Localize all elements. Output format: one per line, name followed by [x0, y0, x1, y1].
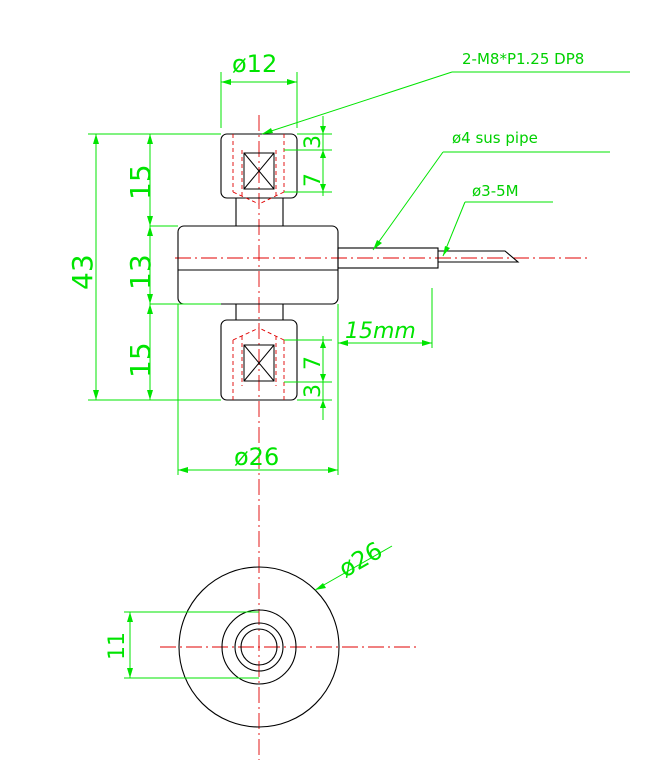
- side-view: [177, 133, 520, 401]
- dim-cable-length: 15mm: [345, 319, 416, 344]
- dim-overall-height: 43: [66, 254, 99, 290]
- thread-note: 2-M8*P1.25 DP8: [462, 50, 584, 68]
- dim-body-diameter: ø26: [234, 443, 279, 471]
- bottom-thread-inner-circle: [240, 628, 278, 666]
- upper-thread-hidden: [232, 134, 285, 205]
- dim-thread-offset-top: 3: [301, 135, 326, 149]
- lower-stud: [220, 319, 298, 401]
- lower-thread-hidden: [232, 327, 285, 400]
- bottom-stud-circle: [221, 609, 297, 685]
- cable-note: ø3-5M: [472, 182, 519, 200]
- pipe-note: ø4 sus pipe: [452, 129, 538, 147]
- upper-stud: [220, 133, 298, 199]
- dim-thread-depth-top: 7: [301, 173, 326, 187]
- bottom-thread-outer-circle: [234, 622, 284, 672]
- dim-top-diameter: ø12: [232, 50, 277, 78]
- dim-thread-offset-bottom: 3: [301, 384, 326, 398]
- bottom-view: 11 ø26: [105, 536, 393, 728]
- dim-thread-depth-bottom: 7: [301, 356, 326, 370]
- dim-bottom-flat: 11: [105, 632, 130, 660]
- cable: [438, 250, 520, 263]
- side-view-dimensions: ø12 2-M8*P1.25 DP8 43 15 13 15: [66, 50, 630, 475]
- sus-pipe: [337, 247, 439, 269]
- bottom-outer-circle: [178, 566, 340, 728]
- cable-assembly: [337, 247, 520, 269]
- dim-lower-stud: 15: [124, 342, 157, 378]
- dim-body-height: 13: [124, 254, 157, 290]
- dim-upper-stud: 15: [124, 164, 157, 200]
- main-body: [177, 225, 339, 305]
- dim-bottom-diameter: ø26: [334, 536, 387, 583]
- centerlines: [160, 115, 590, 760]
